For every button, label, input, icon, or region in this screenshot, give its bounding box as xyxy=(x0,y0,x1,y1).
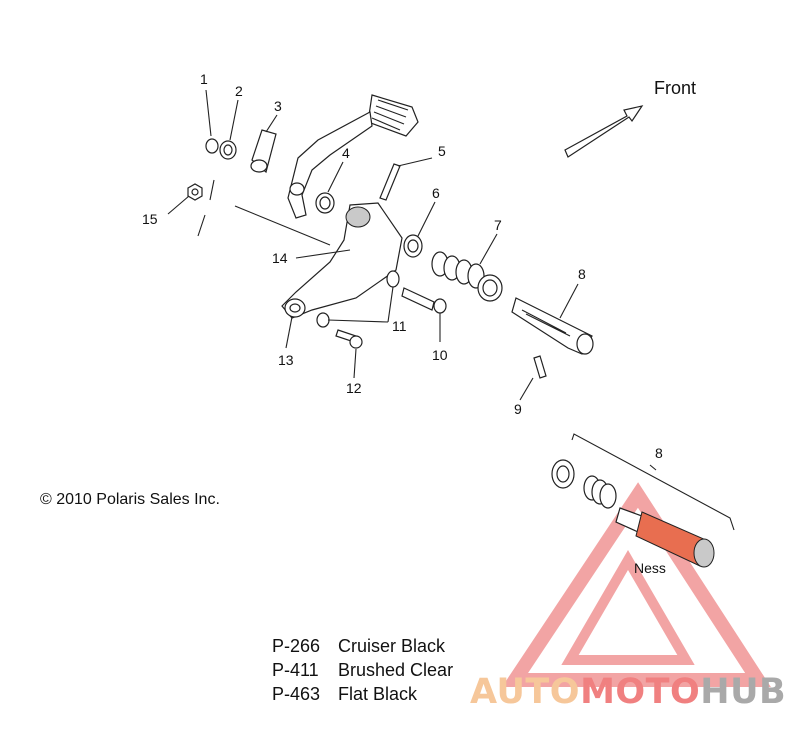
callout-11: 11 xyxy=(392,318,407,334)
callout-14: 14 xyxy=(272,250,288,266)
finish-row: P-463 Flat Black xyxy=(272,682,453,706)
spring xyxy=(431,251,503,302)
finish-name: Brushed Clear xyxy=(338,660,454,680)
callout-1: 1 xyxy=(200,71,208,87)
callout-7: 7 xyxy=(494,217,502,233)
callout-10: 10 xyxy=(432,347,448,363)
shift-pedal xyxy=(287,94,419,219)
callout-8: 8 xyxy=(578,266,586,282)
bolt-12 xyxy=(335,329,363,349)
finish-code: P-463 xyxy=(272,684,321,704)
callout-3: 3 xyxy=(274,98,282,114)
callout-4: 4 xyxy=(342,145,350,161)
callout-12: 12 xyxy=(346,380,362,396)
finish-code: P-411 xyxy=(272,660,319,680)
finish-row: P-411 Brushed Clear xyxy=(272,658,453,682)
callout-labels: 1 2 3 4 5 6 7 8 9 10 11 12 13 14 15 8 Fr… xyxy=(142,71,696,576)
circlip xyxy=(205,138,219,154)
callout-5: 5 xyxy=(438,143,446,159)
copyright-notice: © 2010 Polaris Sales Inc. xyxy=(40,491,220,508)
brand-hub: HUB xyxy=(700,672,787,712)
finish-name: Flat Black xyxy=(338,684,418,704)
footpeg-mount xyxy=(281,202,403,319)
bushing xyxy=(250,129,277,174)
brand-auto: AUTO xyxy=(470,672,581,712)
set-screw xyxy=(533,355,547,379)
finish-name: Cruiser Black xyxy=(338,636,446,656)
footpeg xyxy=(511,297,594,355)
brand-moto: MOTO xyxy=(580,672,701,712)
washer-11b xyxy=(316,312,330,328)
inset-callout-8: 8 xyxy=(655,445,663,461)
watermark-logo xyxy=(501,482,771,687)
callout-15: 15 xyxy=(142,211,158,227)
finish-list: P-266 Cruiser Black P-411 Brushed Clear P-… xyxy=(272,634,453,706)
nut xyxy=(187,183,203,201)
callout-13: 13 xyxy=(278,352,294,368)
callout-2: 2 xyxy=(235,83,243,99)
front-arrow xyxy=(564,105,644,158)
ness-label: Ness xyxy=(634,560,666,576)
finish-code: P-266 xyxy=(272,636,321,656)
leader-lines xyxy=(167,89,579,401)
callout-9: 9 xyxy=(514,401,522,417)
callout-6: 6 xyxy=(432,185,440,201)
washer-4 xyxy=(315,192,335,214)
bolt-10 xyxy=(401,287,447,314)
front-label: Front xyxy=(654,78,696,98)
washer-6 xyxy=(403,234,423,258)
ness-footpeg-inset xyxy=(551,433,735,568)
finish-row: P-266 Cruiser Black xyxy=(272,634,453,658)
watermark-brand: AUTOMOTOHUB xyxy=(470,672,786,712)
pin xyxy=(379,163,401,201)
washer-11a xyxy=(386,270,400,288)
washer-2 xyxy=(219,140,237,160)
